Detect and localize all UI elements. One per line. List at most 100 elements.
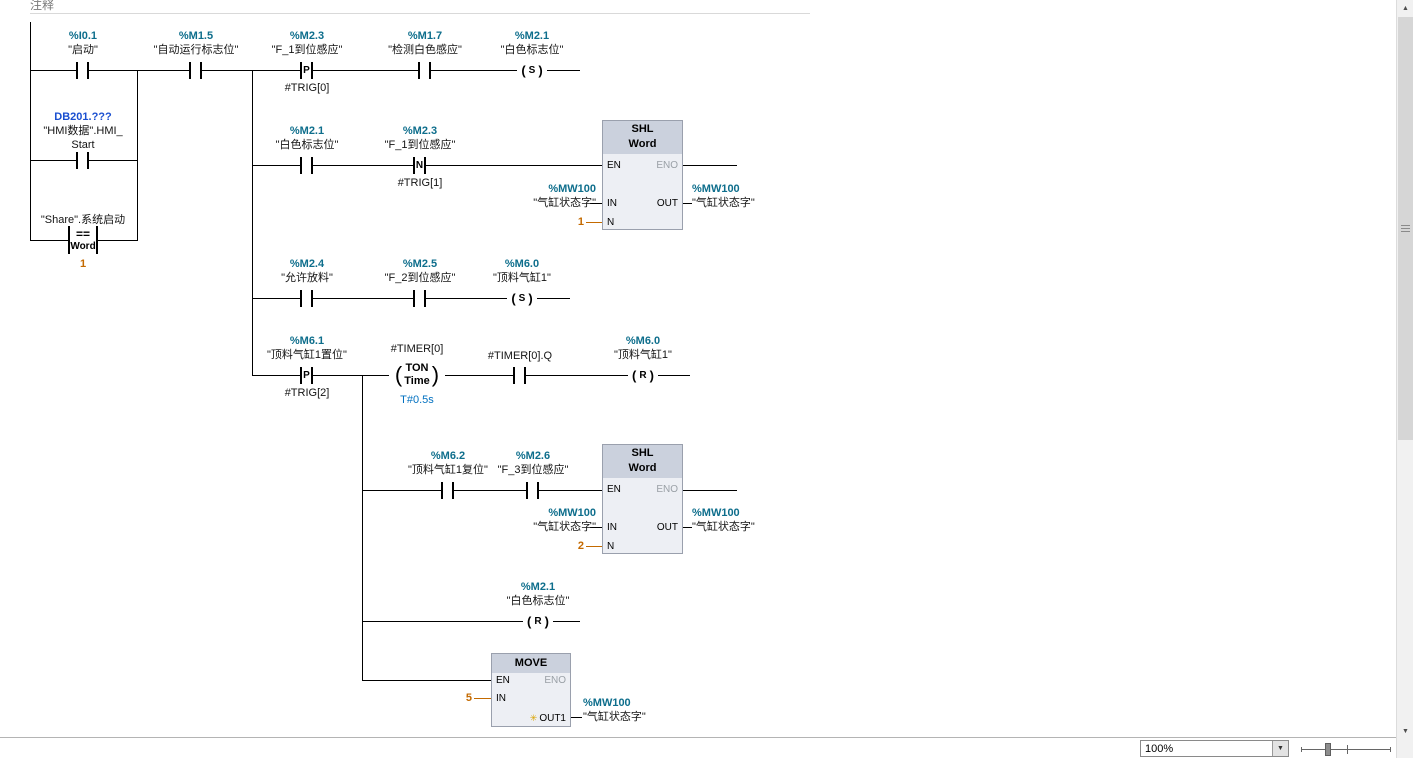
operand-address: %M2.6	[515, 450, 551, 462]
operand-label[interactable]: %M2.5 "F_2到位感应"	[350, 257, 490, 285]
scroll-up-button[interactable]: ▲	[1397, 0, 1413, 16]
pin-out: OUT	[656, 198, 678, 209]
coil-paren-close: )	[431, 361, 440, 387]
triangle-down-icon: ▼	[1402, 727, 1409, 735]
n-input-value[interactable]: 1	[577, 216, 584, 228]
compare-value[interactable]: 1	[79, 258, 87, 270]
reset-coil[interactable]: ( R )	[628, 367, 658, 384]
no-contact[interactable]	[300, 290, 313, 307]
operand-name: "白色标志位"	[275, 139, 339, 151]
scroll-down-button[interactable]: ▼	[1397, 723, 1413, 739]
coil-paren-close: )	[544, 613, 549, 629]
operand-address: %M2.5	[402, 258, 438, 270]
operand-name: "顶料气缸1复位"	[408, 464, 488, 476]
operand-address: %M6.1	[289, 335, 325, 347]
star-icon: ✳	[529, 713, 538, 723]
p-edge-contact[interactable]: P	[300, 62, 313, 79]
operand-label[interactable]: %M2.3 "F_1到位感应"	[237, 29, 377, 57]
vertical-scrollbar[interactable]: ▲ ▼	[1396, 0, 1413, 758]
n-input-value[interactable]: 2	[577, 540, 584, 552]
zoom-slider[interactable]	[1297, 742, 1395, 757]
operand-name: "气缸状态字"	[692, 521, 755, 533]
no-contact[interactable]	[300, 157, 313, 174]
no-contact[interactable]	[76, 62, 89, 79]
operand-label[interactable]: %M6.0 "顶料气缸1"	[573, 334, 713, 362]
coil-paren-open: (	[527, 613, 532, 629]
set-coil[interactable]: ( S )	[507, 290, 537, 307]
n-edge-contact[interactable]: N	[413, 157, 426, 174]
no-contact[interactable]	[76, 152, 89, 169]
compare-operand[interactable]: "Share".系统启动	[40, 214, 126, 226]
pin-en: EN	[496, 675, 510, 686]
move-instruction-box[interactable]: MOVE EN ENO IN ✳OUT1	[491, 653, 571, 727]
box-title-line2: Word	[628, 138, 657, 150]
operand-label[interactable]: %M2.6 "F_3到位感应"	[463, 449, 603, 477]
operand-label[interactable]: %MW100 "气缸状态字"	[456, 506, 596, 534]
pin-in: IN	[607, 198, 617, 209]
no-contact[interactable]	[526, 482, 539, 499]
operand-label[interactable]: %M2.3 "F_1到位感应"	[350, 124, 490, 152]
trig-operand[interactable]: #TRIG[0]	[284, 82, 330, 94]
network-comment[interactable]: 注释	[30, 0, 55, 12]
no-contact[interactable]	[513, 367, 526, 384]
no-contact[interactable]	[418, 62, 431, 79]
operand-address: %M6.2	[430, 450, 466, 462]
scrollbar-grip	[1401, 228, 1410, 229]
operand-address: %M1.7	[407, 30, 443, 42]
operand-name: "F_1到位感应"	[271, 44, 343, 56]
set-coil[interactable]: ( S )	[517, 62, 547, 79]
operand-label[interactable]: DB201.??? "HMI数据".HMI_ Start	[3, 110, 163, 152]
no-contact[interactable]	[441, 482, 454, 499]
box-title-line1: SHL	[631, 123, 654, 135]
trig-operand[interactable]: #TRIG[2]	[284, 387, 330, 399]
timer-q-operand[interactable]: #TIMER[0].Q	[487, 350, 553, 362]
shl-instruction-box[interactable]: SHL Word EN ENO IN N OUT	[602, 120, 683, 230]
operand-name: "允许放料"	[281, 272, 333, 284]
timer-datatype: Time	[404, 374, 430, 387]
operand-label[interactable]: %M6.0 "顶料气缸1"	[452, 257, 592, 285]
compare-contact[interactable]: == Word	[68, 226, 98, 254]
zoom-combobox[interactable]: 100% ▼	[1140, 740, 1289, 757]
no-contact[interactable]	[189, 62, 202, 79]
trig-operand[interactable]: #TRIG[1]	[397, 177, 443, 189]
box-title: SHL Word	[603, 445, 682, 478]
operand-name: "气缸状态字"	[533, 521, 596, 533]
ton-timer-coil[interactable]: ( TON Time )	[389, 358, 445, 391]
operand-name: "气缸状态字"	[583, 711, 646, 723]
pin-out1: ✳OUT1	[530, 711, 566, 726]
pin-en: EN	[607, 160, 621, 171]
zoom-dropdown-button[interactable]: ▼	[1272, 741, 1288, 756]
coil-operator: R	[639, 370, 647, 381]
operand-label[interactable]: %M1.5 "自动运行标志位"	[126, 29, 266, 57]
operand-label[interactable]: %MW100 "气缸状态字"	[583, 696, 723, 724]
operand-address: %MW100	[692, 183, 740, 195]
slider-tick	[1301, 747, 1302, 752]
scrollbar-corner	[1397, 740, 1413, 758]
operand-label[interactable]: %M6.1 "顶料气缸1置位"	[237, 334, 377, 362]
slider-thumb[interactable]	[1325, 743, 1331, 756]
operand-label[interactable]: %M2.1 "白色标志位"	[237, 124, 377, 152]
p-edge-contact[interactable]: P	[300, 367, 313, 384]
pin-in: IN	[607, 522, 617, 533]
operand-label[interactable]: %M2.4 "允许放料"	[237, 257, 377, 285]
operand-label[interactable]: %I0.1 "启动"	[13, 29, 153, 57]
no-contact[interactable]	[413, 290, 426, 307]
operand-label[interactable]: %M1.7 "检测白色感应"	[355, 29, 495, 57]
triangle-up-icon: ▲	[1402, 4, 1409, 12]
operand-label[interactable]: %M2.1 "白色标志位"	[468, 580, 608, 608]
timer-preset-value[interactable]: T#0.5s	[400, 394, 434, 406]
reset-coil[interactable]: ( R )	[523, 613, 553, 630]
operand-name: "白色标志位"	[500, 44, 564, 56]
operand-label[interactable]: %M2.1 "白色标志位"	[462, 29, 602, 57]
coil-operator: S	[528, 65, 536, 76]
shl-instruction-box[interactable]: SHL Word EN ENO IN N OUT	[602, 444, 683, 554]
operand-label[interactable]: %MW100 "气缸状态字"	[456, 182, 596, 210]
scrollbar-thumb[interactable]	[1398, 17, 1413, 440]
timer-instance-label[interactable]: #TIMER[0]	[390, 343, 444, 355]
operand-name: "白色标志位"	[506, 595, 570, 607]
in-input-value[interactable]: 5	[465, 692, 472, 704]
operand-address: %M2.1	[520, 581, 556, 593]
operand-label[interactable]: %MW100 "气缸状态字"	[692, 506, 832, 534]
operand-label[interactable]: %MW100 "气缸状态字"	[692, 182, 832, 210]
operand-label[interactable]: %M6.2 "顶料气缸1复位"	[378, 449, 518, 477]
